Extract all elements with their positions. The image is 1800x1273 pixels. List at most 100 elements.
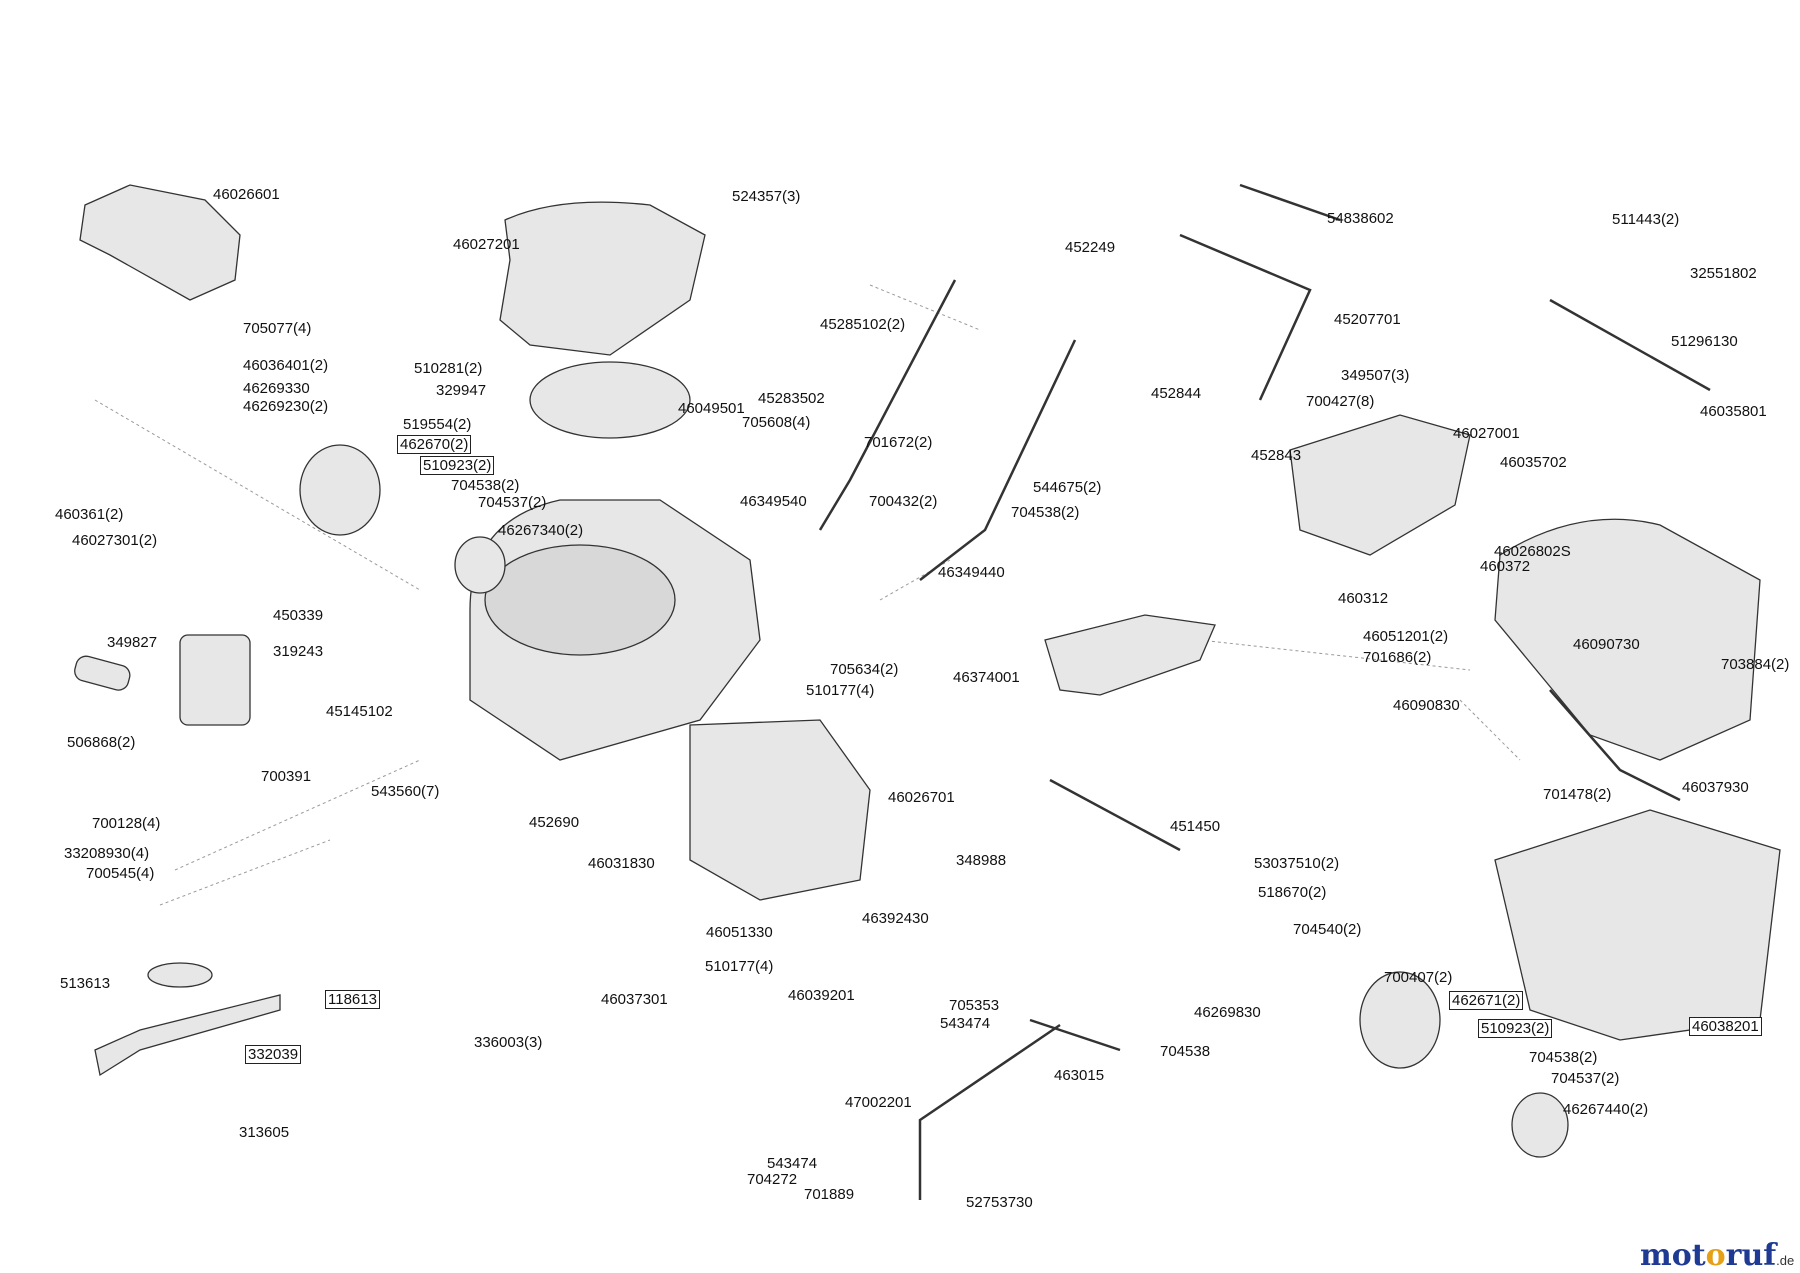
handle-lower-right-part — [919, 339, 1077, 581]
part-label: 336003(3) — [474, 1034, 543, 1051]
hubcap-left-part — [454, 536, 506, 594]
part-label: 46090830 — [1393, 697, 1460, 714]
part-label: 703884(2) — [1721, 656, 1790, 673]
part-label: 704537(2) — [478, 494, 547, 511]
part-label: 460312 — [1338, 590, 1389, 607]
part-label: 52753730 — [966, 1194, 1033, 1211]
part-label: 46090730 — [1573, 636, 1640, 653]
part-label: 701889 — [804, 1186, 855, 1203]
part-label: 700128(4) — [92, 815, 161, 832]
part-label: 46269230(2) — [243, 398, 329, 415]
part-label: 451450 — [1170, 818, 1221, 835]
part-label: 704537(2) — [1551, 1070, 1620, 1087]
part-label: 462670(2) — [397, 435, 472, 454]
deflector-part — [1044, 614, 1216, 696]
part-label: 700427(8) — [1306, 393, 1375, 410]
brand-watermark: motoruf.de — [1640, 1238, 1794, 1273]
part-label: 118613 — [325, 990, 380, 1009]
part-label: 700407(2) — [1384, 969, 1453, 986]
part-label: 510177(4) — [705, 958, 774, 975]
part-label: 46026701 — [888, 789, 955, 806]
part-label: 510177(4) — [806, 682, 875, 699]
blade-part — [94, 994, 281, 1077]
part-label: 452249 — [1065, 239, 1116, 256]
brand-letter: r — [1725, 1238, 1742, 1273]
motor-cover-part — [499, 201, 706, 356]
part-label: 54838602 — [1327, 210, 1394, 227]
part-label: 46049501 — [678, 400, 745, 417]
hubcap-right-part — [1511, 1092, 1569, 1158]
part-label: 452690 — [529, 814, 580, 831]
handle-upper-part — [1179, 233, 1312, 401]
part-label: 46392430 — [862, 910, 929, 927]
handle-rod-part — [1549, 689, 1681, 802]
part-label: 46031830 — [588, 855, 655, 872]
part-label: 46269330 — [243, 380, 310, 397]
part-label: 510923(2) — [1478, 1019, 1553, 1038]
handle-lower-left-part — [818, 279, 957, 531]
part-label: 313605 — [239, 1124, 290, 1141]
part-label: 46051330 — [706, 924, 773, 941]
part-label: 543474 — [940, 1015, 991, 1032]
part-label: 46027001 — [1453, 425, 1520, 442]
part-label: 460361(2) — [55, 506, 124, 523]
part-label: 462671(2) — [1449, 991, 1524, 1010]
part-label: 700391 — [261, 768, 312, 785]
part-label: 705608(4) — [742, 414, 811, 431]
part-label: 524357(3) — [732, 188, 801, 205]
part-label: 33208930(4) — [64, 845, 150, 862]
part-label: 46027201 — [453, 236, 520, 253]
part-label: 332039 — [245, 1045, 302, 1064]
part-label: 46269830 — [1194, 1004, 1261, 1021]
part-label: 705634(2) — [830, 661, 899, 678]
part-label: 463015 — [1054, 1067, 1105, 1084]
rear-axle-part — [1029, 1018, 1121, 1052]
brand-letter: o — [1705, 1238, 1726, 1273]
part-label: 46039201 — [788, 987, 855, 1004]
part-label: 704272 — [747, 1171, 798, 1188]
grass-bag-top-part — [1494, 518, 1761, 761]
part-label: 518670(2) — [1258, 884, 1327, 901]
part-label: 513613 — [60, 975, 111, 992]
part-label: 544675(2) — [1033, 479, 1102, 496]
part-label: 519554(2) — [403, 416, 472, 433]
deck-opening — [484, 544, 676, 656]
part-label: 452844 — [1151, 385, 1202, 402]
part-label: 46349440 — [938, 564, 1005, 581]
part-label: 46267440(2) — [1563, 1101, 1649, 1118]
part-label: 46027301(2) — [72, 532, 158, 549]
part-label: 510281(2) — [414, 360, 483, 377]
rear-flap-part — [79, 184, 241, 301]
handle-top-bar-part — [1239, 183, 1341, 222]
part-label: 704538(2) — [1529, 1049, 1598, 1066]
part-label: 452843 — [1251, 447, 1302, 464]
part-label: 705077(4) — [243, 320, 312, 337]
part-label: 460372 — [1480, 558, 1531, 575]
part-label: 349827 — [107, 634, 158, 651]
part-label: 510923(2) — [420, 456, 495, 475]
part-label: 45285102(2) — [820, 316, 906, 333]
part-label: 700432(2) — [869, 493, 938, 510]
part-label: 704538 — [1160, 1043, 1211, 1060]
part-label: 46036401(2) — [243, 357, 329, 374]
part-label: 704540(2) — [1293, 921, 1362, 938]
part-label: 700545(4) — [86, 865, 155, 882]
part-label: 348988 — [956, 852, 1007, 869]
part-label: 46026601 — [213, 186, 280, 203]
part-label: 349507(3) — [1341, 367, 1410, 384]
part-label: 53037510(2) — [1254, 855, 1340, 872]
part-label: 701478(2) — [1543, 786, 1612, 803]
part-label: 46038201 — [1689, 1017, 1762, 1036]
motor-housing-part — [529, 361, 691, 439]
part-label: 543560(7) — [371, 783, 440, 800]
part-label: 45207701 — [1334, 311, 1401, 328]
part-label: 46037930 — [1682, 779, 1749, 796]
part-label: 32551802 — [1690, 265, 1757, 282]
catcher-frame-part — [689, 719, 871, 901]
brand-letter: u — [1741, 1238, 1764, 1273]
part-label: 46035801 — [1700, 403, 1767, 420]
rear-right-wheel-part — [1359, 971, 1441, 1069]
part-label: 46349540 — [740, 493, 807, 510]
